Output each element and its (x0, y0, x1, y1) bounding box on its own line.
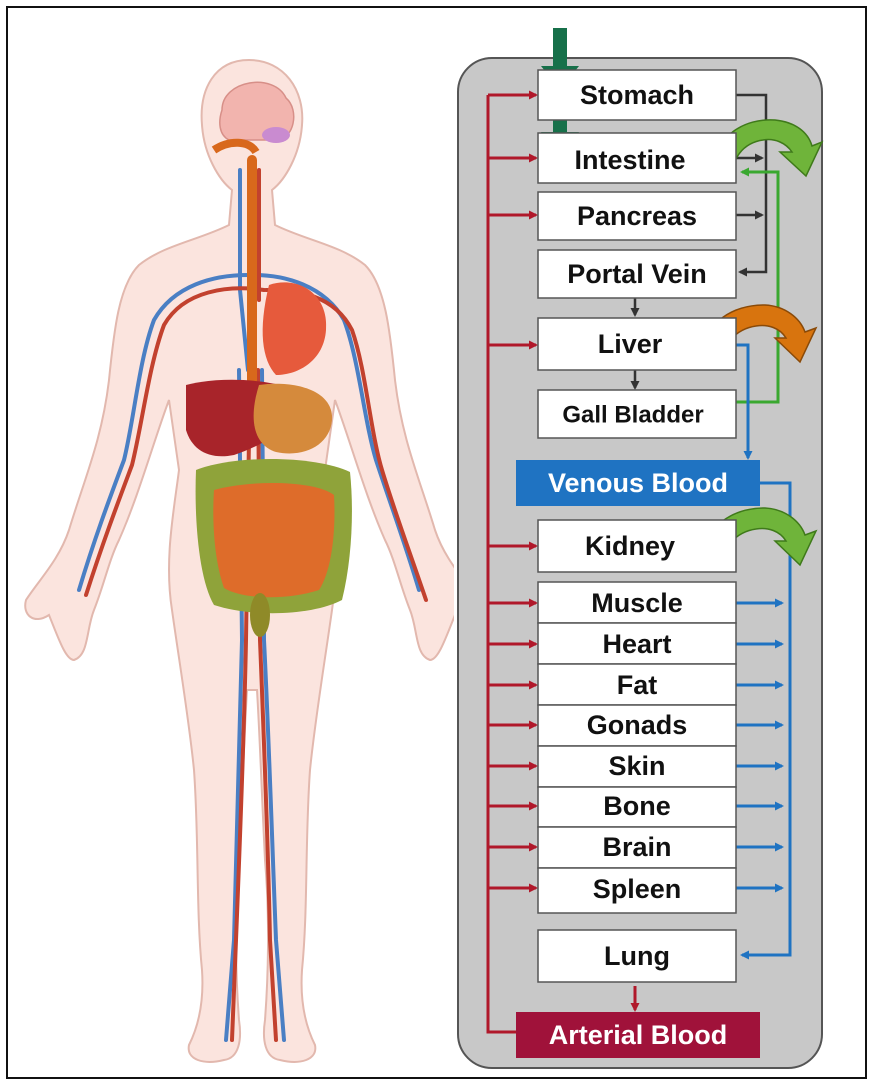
organ-box-brain: Brain (538, 827, 736, 868)
muscle-label: Muscle (591, 588, 683, 618)
organ-box-fat: Fat (538, 664, 736, 705)
arterial-blood-label: Arterial Blood (549, 1020, 728, 1050)
lung-label: Lung (604, 941, 670, 971)
kidney-label: Kidney (585, 531, 675, 561)
organ-box-intestine: Intestine (538, 133, 736, 183)
organ-box-gall-bladder: Gall Bladder (538, 390, 736, 438)
gall-bladder-label: Gall Bladder (562, 402, 703, 429)
organ-box-skin: Skin (538, 746, 736, 787)
organ-box-heart: Heart (538, 623, 736, 664)
fat-label: Fat (617, 670, 658, 700)
brain-label: Brain (602, 832, 671, 862)
heart-label: Heart (602, 629, 671, 659)
gonads-label: Gonads (587, 710, 688, 740)
portal-vein-label: Portal Vein (567, 259, 707, 289)
organ-box-stomach: Stomach (538, 70, 736, 120)
stomach-label: Stomach (580, 80, 694, 110)
organ-box-portal-vein: Portal Vein (538, 250, 736, 298)
venous-blood-node: Venous Blood (516, 460, 760, 506)
organ-box-lung: Lung (538, 930, 736, 982)
organ-box-muscle: Muscle (538, 582, 736, 623)
venous-blood-label: Venous Blood (548, 468, 728, 498)
arterial-blood-node: Arterial Blood (516, 1012, 760, 1058)
liver-label: Liver (598, 329, 663, 359)
intestine-label: Intestine (574, 145, 685, 175)
organ-box-kidney: Kidney (538, 520, 736, 572)
organ-box-liver: Liver (538, 318, 736, 370)
pancreas-label: Pancreas (577, 201, 697, 231)
organ-box-bone: Bone (538, 787, 736, 827)
spleen-label: Spleen (593, 874, 682, 904)
organ-box-spleen: Spleen (538, 868, 736, 913)
bone-label: Bone (603, 791, 671, 821)
skin-label: Skin (608, 751, 665, 781)
organ-box-pancreas: Pancreas (538, 192, 736, 240)
organ-box-gonads: Gonads (538, 705, 736, 746)
